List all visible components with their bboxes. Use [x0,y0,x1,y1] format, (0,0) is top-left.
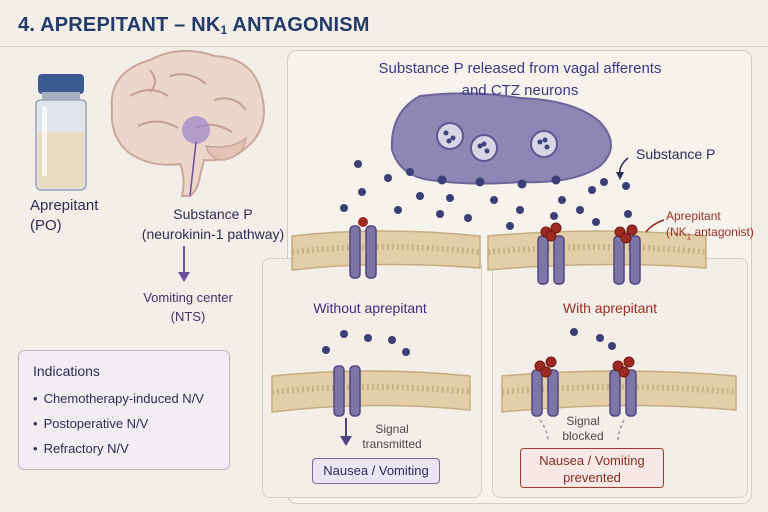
list-item: Refractory N/V [33,439,204,464]
aprepitant-label: Aprepitant (NK1 antagonist) [666,209,754,242]
indications-box: Indications Chemotherapy-induced N/V Pos… [18,350,230,470]
vomiting-center-label: Vomiting center (NTS) [143,290,233,324]
without-aprepitant-title: Without aprepitant [313,300,427,316]
substance-p-molecules [340,160,632,230]
brain-icon [110,49,265,197]
indications-list: Chemotherapy-induced N/V Postoperative N… [33,389,204,464]
arrow-down-icon [178,246,190,282]
nausea-prevented-result: Nausea / Vomiting prevented [520,448,664,488]
list-item: Chemotherapy-induced N/V [33,389,204,414]
with-aprepitant-title: With aprepitant [562,300,658,316]
mechanism-heading: Substance P released from vagal afferent… [378,60,662,99]
signal-transmitted-label: Signal transmitted [362,422,422,451]
signal-blocked-label: Signal blocked [562,414,604,443]
pathway-label: Substance P (neurokinin-1 pathway) [141,206,285,242]
vial-label: Aprepitant (PO) [30,197,99,234]
vial-icon [35,74,87,191]
indications-title: Indications [33,363,100,379]
list-item: Postoperative N/V [33,414,204,439]
neuron-terminal-icon [390,92,612,189]
title-divider [0,46,768,47]
nausea-vomiting-result: Nausea / Vomiting [312,458,440,484]
nts-highlight [182,116,210,144]
page-title: 4. APREPITANT – NK1 ANTAGONISM [18,14,370,37]
substance-p-label: Substance P [636,146,716,162]
